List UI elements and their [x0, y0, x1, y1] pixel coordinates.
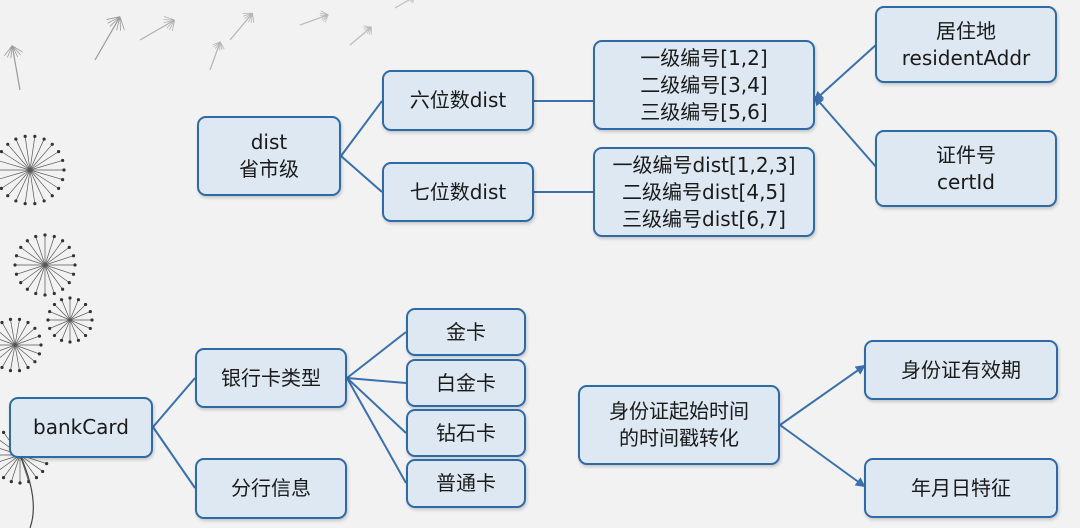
dandelion-head: [0, 134, 66, 206]
diamond-card-node: 钻石卡: [406, 409, 526, 457]
six-level-3: 三级编号[5,6]: [640, 99, 768, 124]
six-digit-dist-label: 六位数dist: [409, 88, 507, 112]
connector-type-diamond: [346, 377, 407, 434]
six-digit-dist-node: 六位数dist: [382, 70, 534, 131]
card-type-label: 银行卡类型: [221, 365, 321, 390]
platinum-card-node: 白金卡: [406, 359, 526, 407]
seven-level-3: 三级编号dist[6,7]: [622, 206, 786, 231]
dandelion-head: [13, 233, 77, 297]
dist-node-line-1: dist: [250, 130, 288, 154]
gold-card-label: 金卡: [446, 319, 486, 344]
six-level-1: 一级编号[1,2]: [640, 45, 768, 70]
resident-addr-line-1: 居住地: [936, 18, 996, 43]
dandelion-seed: [94, 16, 125, 61]
dandelion-seed: [209, 41, 225, 71]
gold-card-node: 金卡: [406, 308, 526, 356]
resident-addr-node: 居住地 residentAddr: [875, 6, 1057, 83]
six-level-2: 二级编号[3,4]: [640, 72, 768, 97]
dandelion-seed: [299, 10, 329, 26]
normal-card-node: 普通卡: [406, 459, 526, 508]
connector-type-normal: [346, 377, 407, 484]
dandelion-seed: [139, 16, 176, 41]
connector-resident-addr: [813, 43, 878, 102]
id-validity-label: 身份证有效期: [901, 357, 1021, 382]
branch-info-node: 分行信息: [195, 458, 347, 519]
branch-info-label: 分行信息: [231, 476, 311, 500]
id-timestamp-line-1: 身份证起始时间: [609, 399, 749, 423]
connector-bank-type: [152, 377, 196, 428]
connector-ymd-feature: [779, 424, 866, 488]
seven-level-2: 二级编号dist[4,5]: [622, 179, 786, 204]
seven-digit-levels-node: 一级编号dist[1,2,3] 二级编号dist[4,5] 三级编号dist[6…: [593, 147, 815, 237]
six-digit-levels-node: 一级编号[1,2] 二级编号[3,4] 三级编号[5,6]: [593, 40, 815, 130]
resident-addr-line-2: residentAddr: [901, 45, 1031, 70]
connector-type-gold: [346, 331, 407, 379]
connector-id-validity: [779, 364, 866, 426]
id-timestamp-node: 身份证起始时间 的时间戳转化: [578, 385, 780, 465]
seven-digit-dist-label: 七位数dist: [409, 179, 507, 204]
dandelion-head: [46, 296, 94, 344]
id-validity-node: 身份证有效期: [864, 340, 1058, 400]
normal-card-label: 普通卡: [436, 471, 496, 495]
cert-id-line-2: certId: [937, 169, 995, 194]
dandelion-seed: [229, 12, 255, 41]
connector-cert-id: [813, 95, 878, 169]
cert-id-line-1: 证件号: [936, 142, 996, 167]
seven-digit-dist-node: 七位数dist: [382, 162, 534, 222]
bank-card-node: bankCard: [9, 397, 153, 458]
dandelion-head: [0, 317, 43, 373]
connector-type-platinum: [346, 377, 407, 384]
ymd-feature-node: 年月日特征: [864, 458, 1058, 518]
connector-dist-seven: [340, 155, 383, 193]
card-type-node: 银行卡类型: [195, 348, 347, 408]
dist-node: dist 省市级: [197, 116, 341, 196]
id-timestamp-line-2: 的时间戳转化: [619, 426, 739, 450]
diamond-card-label: 钻石卡: [436, 420, 496, 445]
dandelion-stem: [19, 454, 34, 528]
dist-node-line-2: 省市级: [239, 157, 299, 181]
dandelion-seed: [349, 25, 372, 46]
platinum-card-label: 白金卡: [436, 370, 496, 395]
bank-card-label: bankCard: [33, 415, 129, 439]
connector-dist-six: [340, 100, 383, 157]
dandelion-seed: [394, 0, 414, 9]
connector-bank-branch: [152, 426, 196, 489]
cert-id-node: 证件号 certId: [875, 130, 1057, 207]
ymd-feature-label: 年月日特征: [911, 475, 1011, 500]
dandelion-seed: [4, 45, 24, 91]
seven-level-1: 一级编号dist[1,2,3]: [612, 152, 796, 177]
